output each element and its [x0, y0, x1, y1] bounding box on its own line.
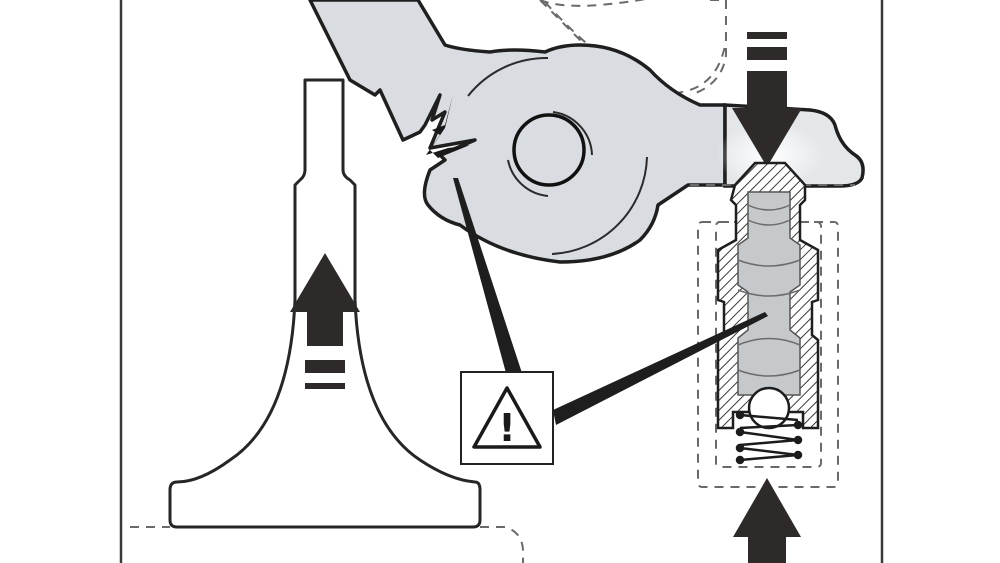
- frame-border: [119, 0, 884, 563]
- hydraulic-lash-adjuster: [697, 161, 839, 488]
- cam-dashed-arc: [544, 1, 641, 86]
- pivot-circle: [512, 113, 586, 187]
- valve-stem: [168, 78, 482, 529]
- plunger: [737, 191, 801, 396]
- warning-sign: !: [460, 371, 554, 465]
- warning-exclamation: !: [498, 406, 515, 450]
- cam-dashed-outline: [539, 0, 727, 97]
- arrow-down-icon: [732, 32, 802, 167]
- pivot-motion-arc: [507, 159, 549, 197]
- warning-triangle-icon: [472, 386, 542, 449]
- leader-line: [453, 178, 522, 373]
- spring: [735, 410, 803, 465]
- leader-line: [553, 312, 768, 425]
- arrow-up-icon: [733, 478, 801, 563]
- check-ball: [747, 386, 791, 430]
- arrow-up-icon: [290, 253, 360, 389]
- pivot-motion-arc: [552, 111, 593, 156]
- rocker-motion-arc: [467, 56, 549, 97]
- crack-mark: [426, 95, 470, 158]
- head-dashed-outline: [130, 526, 524, 563]
- cam-dashed-right: [689, 0, 727, 96]
- rocker-arm: [308, 0, 727, 264]
- rocker-motion-arc: [551, 156, 648, 255]
